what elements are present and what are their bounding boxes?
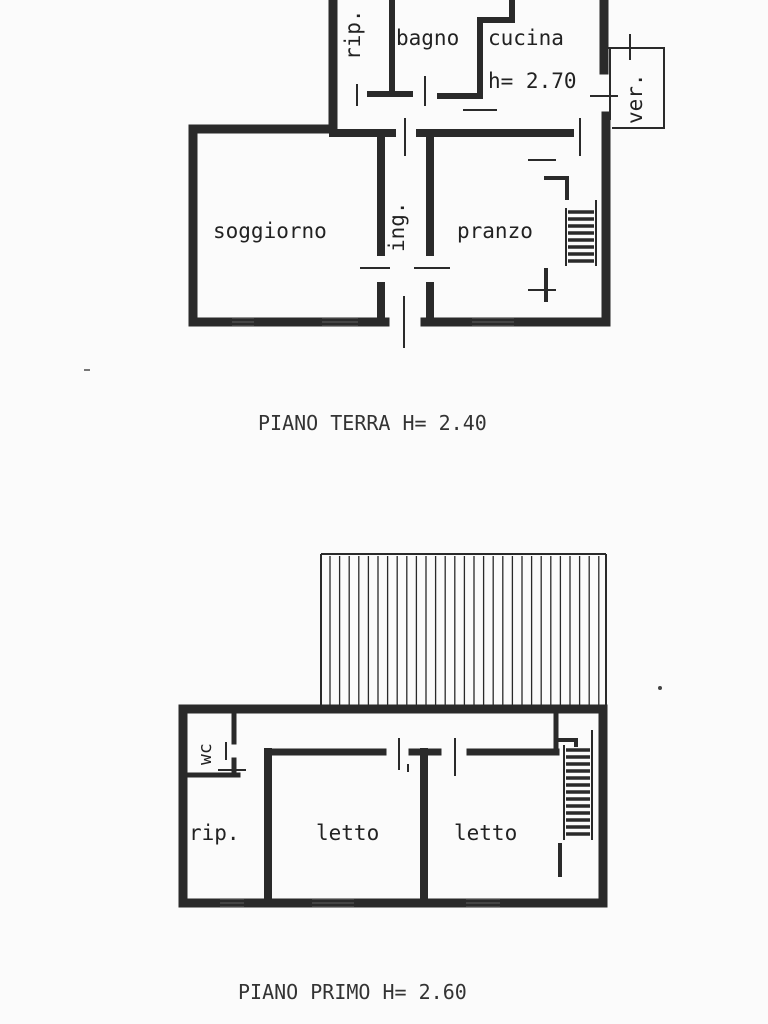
room-label-cucina-height: h= 2.70	[488, 69, 577, 93]
first-floor-windows	[220, 898, 500, 908]
room-label-cucina: cucina	[488, 26, 564, 50]
room-label-rip: rip.	[341, 9, 365, 60]
room-label-letto-left: letto	[316, 821, 379, 845]
first-floor-stairs	[563, 730, 593, 840]
terrace-hatching	[320, 553, 607, 708]
room-label-ver: ver.	[623, 73, 647, 124]
scan-speck	[658, 686, 662, 690]
ground-floor-stairs	[565, 200, 597, 266]
first-floor-door-marks	[218, 738, 456, 776]
ground-floor-caption: PIANO TERRA H= 2.40	[258, 411, 487, 435]
room-label-wc: wc	[195, 743, 216, 765]
first-floor-plan: wc rip. letto letto PIANO PRIMO H= 2.60	[178, 553, 608, 1004]
ground-floor-plan: rip. bagno cucina h= 2.70 ver. soggiorno…	[188, 0, 665, 435]
first-floor-caption: PIANO PRIMO H= 2.60	[238, 980, 467, 1004]
ground-floor-door-marks	[356, 34, 631, 348]
room-label-bagno: bagno	[396, 26, 459, 50]
room-label-letto-right: letto	[454, 821, 517, 845]
first-floor-walls	[178, 704, 608, 908]
room-label-rip-first: rip.	[189, 821, 240, 845]
room-label-soggiorno: soggiorno	[213, 219, 327, 243]
room-label-ing: ing.	[385, 201, 409, 252]
room-label-pranzo: pranzo	[457, 219, 533, 243]
ground-floor-windows	[232, 317, 514, 327]
